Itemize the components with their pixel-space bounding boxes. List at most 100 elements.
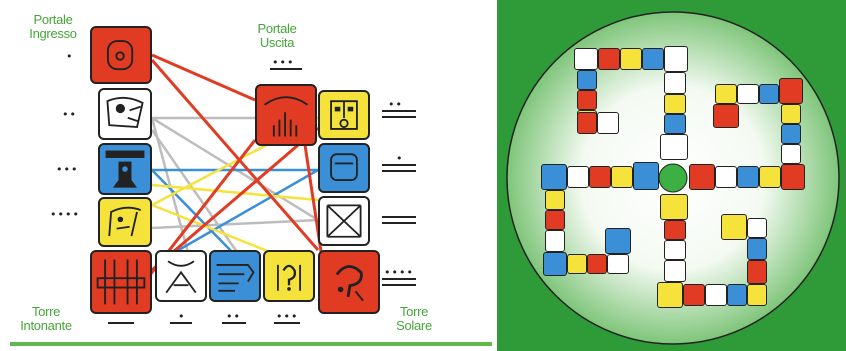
mini-tile [545, 210, 565, 230]
mini-tile [664, 260, 686, 282]
mini-tile [705, 284, 727, 306]
mini-tile [747, 218, 767, 238]
label-line: Portale [33, 12, 73, 27]
mini-tile [664, 240, 686, 260]
figure-glyph-icon [105, 150, 145, 188]
bottom-divider [10, 342, 492, 346]
dot-numeral-1: • [66, 50, 74, 63]
red-lines [148, 53, 324, 276]
mini-tile [759, 84, 779, 104]
mini-tile [597, 112, 619, 134]
glyph-tile-yellow-2 [263, 250, 315, 302]
bar-numeral-10 [382, 164, 416, 176]
label-portale-ingresso: Portale Ingresso [18, 13, 88, 41]
mini-tile [567, 166, 589, 188]
mini-tile [605, 228, 631, 254]
mini-tile [664, 72, 686, 94]
glyph-tile-red-sun [318, 250, 380, 314]
mini-tile [781, 124, 801, 144]
mini-tile [577, 90, 597, 110]
glyph-tile-red-tower [90, 250, 152, 314]
mini-tile [611, 166, 633, 188]
mini-tile [545, 230, 565, 252]
label-torre-solare: Torre Solare [376, 305, 452, 333]
dot-numeral-4: •••• [50, 208, 80, 221]
dot-numeral-10: • [396, 152, 404, 165]
label-line: Uscita [259, 35, 295, 50]
mini-tile [779, 78, 803, 104]
mini-tile [589, 166, 611, 188]
sun-glyph-icon [335, 265, 364, 302]
dot-numeral-3: ••• [56, 163, 79, 176]
glyph-tile-yellow-1 [98, 197, 152, 247]
profile-glyph-icon [108, 206, 142, 237]
mini-tile [747, 260, 767, 284]
glyph-tile-red-portal [90, 26, 152, 84]
label-portale-uscita: Portale Uscita [242, 22, 312, 50]
blue-lines [151, 168, 319, 257]
dot-numeral-8: ••• [276, 310, 299, 323]
glyph-tile-blue-2 [209, 250, 261, 302]
tower-diagram: Portale Ingresso Portale Uscita Torre In… [10, 12, 492, 346]
tower-glyph-icon [96, 259, 146, 305]
mini-tile [747, 238, 767, 260]
mini-tile [715, 166, 737, 188]
mini-tile [567, 254, 587, 274]
mini-tile [545, 190, 565, 210]
glyph-tile-red-exit-portal [255, 84, 317, 146]
mini-tile [664, 114, 686, 134]
mini-tile [737, 84, 759, 104]
mini-tile [577, 112, 597, 134]
bar-numeral-6 [170, 322, 192, 328]
mini-tile [664, 220, 686, 240]
center-circle [658, 163, 688, 193]
mini-tile [577, 70, 597, 90]
connection-lines [148, 53, 324, 286]
mini-tile [633, 162, 659, 190]
dot-numeral-7: •• [226, 310, 241, 323]
mini-tile [660, 134, 688, 160]
mini-tile [747, 284, 767, 306]
dot-numeral-uscita: ••• [272, 56, 295, 69]
mini-tile [642, 48, 664, 70]
monkey-glyph-icon [216, 264, 255, 292]
mini-tile [664, 94, 686, 114]
mini-tile [683, 284, 705, 306]
exit-portal-glyph-icon [263, 96, 309, 137]
dot-numeral-6: • [178, 310, 186, 323]
mini-tile [598, 48, 620, 70]
label-line: Torre [399, 304, 429, 319]
glyph-tile-blue-3 [318, 143, 370, 193]
mini-tile [660, 194, 688, 220]
circular-board-panel [497, 0, 846, 351]
mini-tile [541, 164, 567, 190]
mini-tile [737, 166, 759, 188]
mask-glyph-icon [330, 100, 358, 130]
glyph-tile-yellow-3 [318, 90, 370, 140]
glyph-tile-white-2 [155, 250, 207, 302]
mini-tile [721, 214, 747, 240]
mini-tile [664, 46, 688, 72]
glyph-tile-blue-1 [98, 143, 152, 195]
mini-tile [587, 254, 607, 274]
mini-tile [607, 254, 629, 274]
bar-numeral-12 [382, 278, 416, 290]
mini-tile [657, 282, 683, 308]
mini-tile [781, 164, 805, 190]
bar-numeral-5 [108, 322, 134, 328]
portal-glyph-icon [106, 40, 134, 71]
mini-tile [713, 104, 739, 128]
label-line: Intonante [20, 318, 72, 333]
face-glyph-icon [106, 96, 144, 129]
hand-glyph-icon [330, 153, 358, 181]
label-line: Ingresso [29, 26, 77, 41]
dot-numeral-2: •• [62, 108, 77, 121]
mini-tile [620, 48, 642, 70]
dot-numeral-9: •• [388, 98, 403, 111]
bar-numeral-8 [274, 322, 300, 328]
mini-tile [727, 284, 747, 306]
star-glyph-icon [165, 260, 197, 294]
mini-tile [543, 252, 567, 276]
glyph-tile-white-3 [318, 196, 370, 246]
mini-tile [715, 84, 737, 104]
